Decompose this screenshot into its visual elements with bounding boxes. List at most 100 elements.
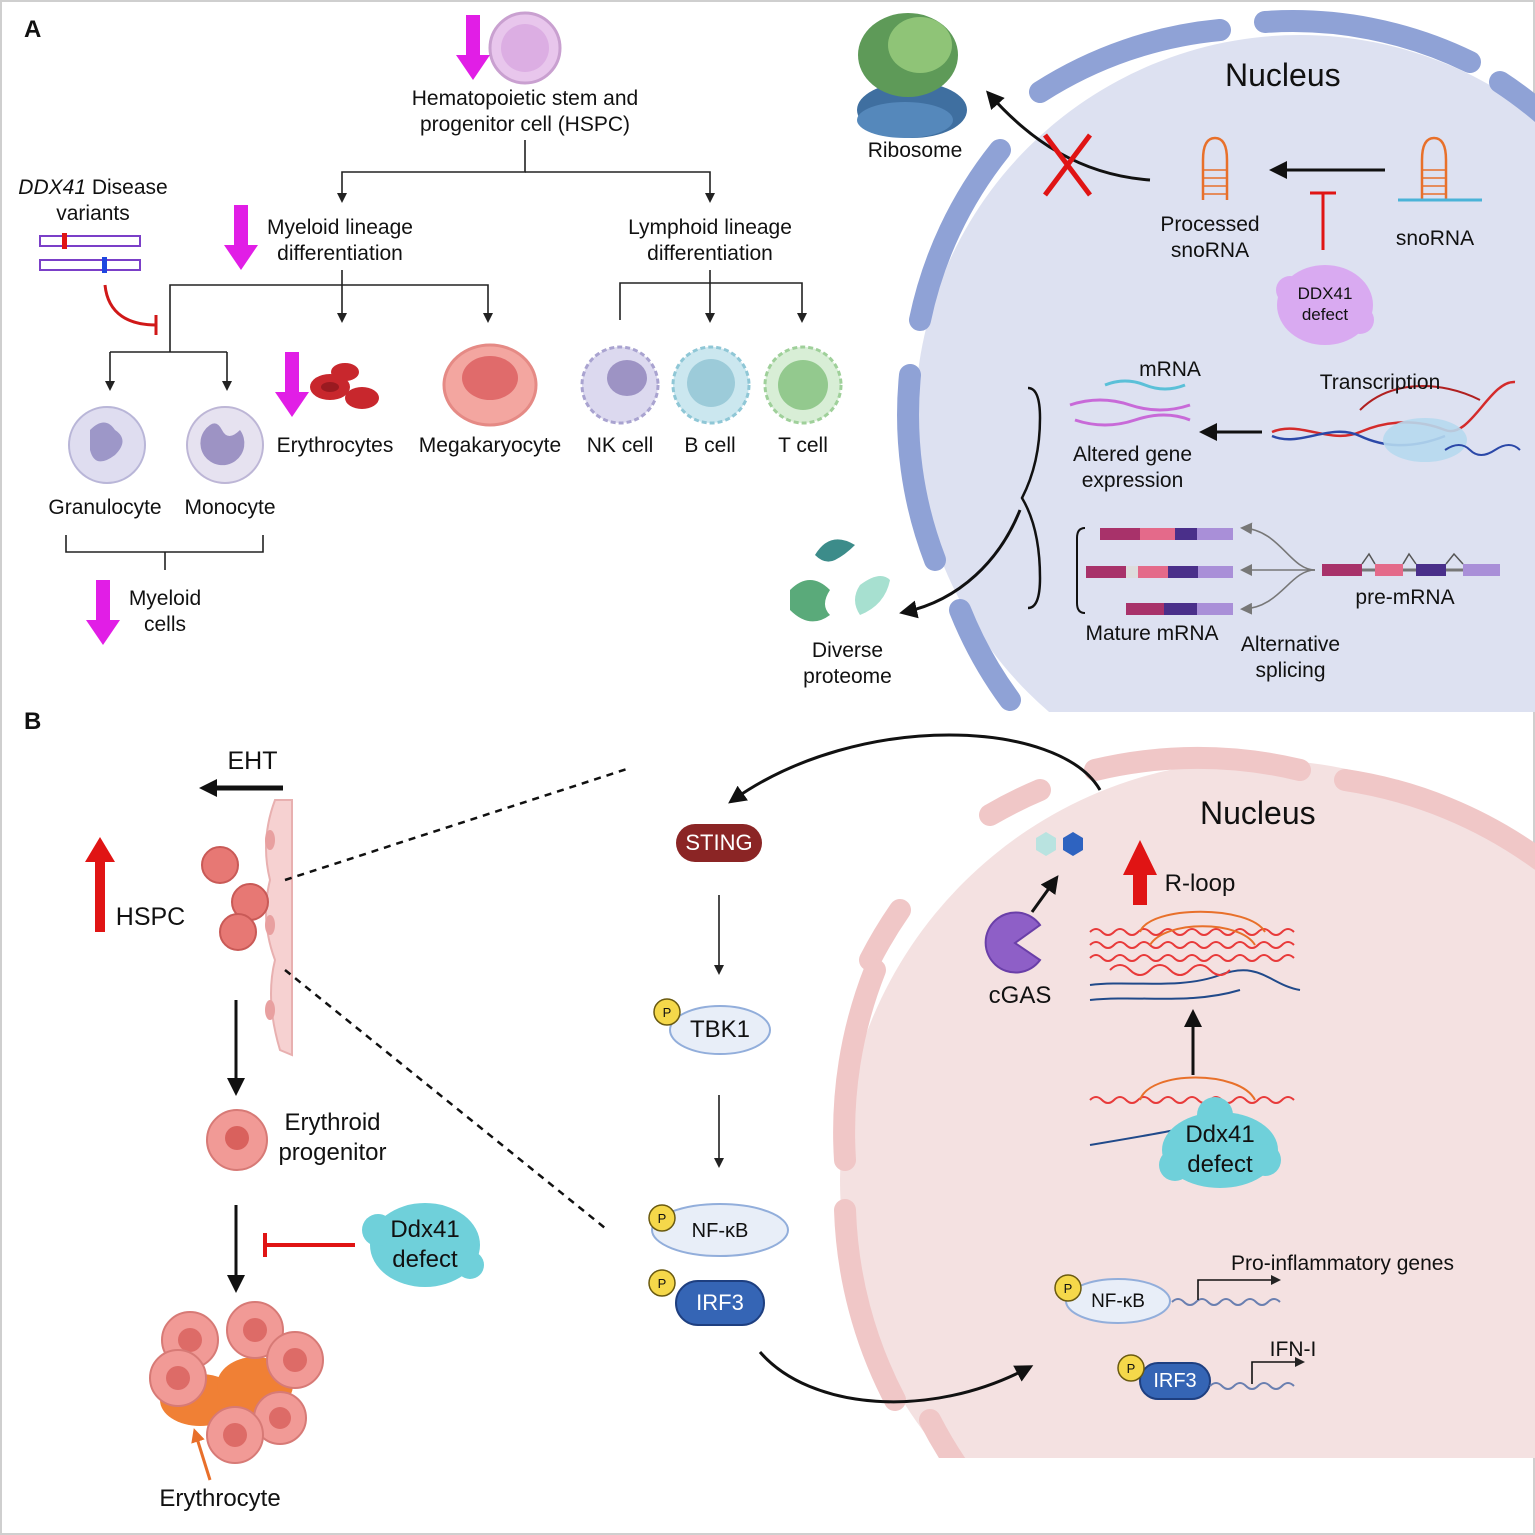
hspc-nucleus-icon	[501, 24, 549, 72]
diverse-proteome-icon	[790, 539, 890, 622]
ddx41-variants-label: DDX41 Disease variants	[8, 175, 178, 227]
sting-label: STING	[685, 830, 753, 855]
granulocyte-label: Granulocyte	[48, 496, 162, 519]
granulocyte-icon	[68, 406, 146, 484]
hspc-b-label: HSPC	[115, 903, 186, 931]
dna-ifn	[1209, 1382, 1295, 1390]
erythrocyte-cluster-icon	[149, 1301, 324, 1464]
p-tbk1: P	[662, 1005, 672, 1020]
mature-mrna-label: Mature mRNA	[1085, 622, 1219, 645]
lymphoid-diff-label: Lymphoid lineage differentiation	[628, 216, 792, 265]
nucleus-b-label: Nucleus	[1200, 795, 1316, 831]
alt-splicing-label: Alternative splicing	[1240, 633, 1341, 682]
promoter-arrow-2	[1251, 1357, 1305, 1384]
snorna-label: snoRNA	[1395, 227, 1475, 250]
diverse-proteome-label: Diverse proteome	[803, 639, 892, 688]
ddx41-variant-chromosomes	[39, 233, 158, 335]
ddx41-defect-blob-b-right	[1159, 1097, 1281, 1188]
ddx41-defect-b-right-label: Ddx41 defect	[1185, 1121, 1255, 1178]
t-cell-icon	[763, 345, 843, 425]
tbk1-label: TBK1	[689, 1016, 751, 1043]
ifn-label: IFN-I	[1269, 1338, 1317, 1361]
cgas-arrow	[1030, 875, 1059, 913]
cgamp-to-sting-arrow	[728, 733, 1102, 804]
ddx41-defect-blob-b-left	[362, 1203, 484, 1287]
myeloid-diff-label: Myeloid lineage differentiation	[267, 216, 413, 265]
ribosome-icon	[857, 13, 967, 138]
megakaryocyte-label: Megakaryocyte	[418, 434, 562, 457]
ddx41-variants-text: Disease variants	[56, 176, 168, 225]
rloop-graphic	[1089, 910, 1301, 1001]
pro-inflammatory-label: Pro-inflammatory genes	[1231, 1252, 1454, 1275]
processed-snorna-label: Processed snoRNA	[1160, 213, 1260, 262]
nfkb-nuclear-label: NF-κB	[1091, 1291, 1145, 1312]
altered-expression-label: Altered gene expression	[1072, 443, 1193, 492]
endothelium-icon	[265, 799, 293, 1057]
dna-rloop-small	[1089, 1076, 1295, 1146]
eht-label: EHT	[227, 747, 278, 775]
nk-cell-label: NK cell	[586, 434, 654, 457]
rloop-label: R-loop	[1164, 870, 1236, 897]
nucleus-a	[897, 10, 1535, 712]
ddx41-defect-b-left-label: Ddx41 defect	[390, 1216, 460, 1273]
cgas-icon	[984, 911, 1042, 974]
erythroid-progenitor-nucleus	[225, 1126, 249, 1150]
splicing-graphic	[1076, 522, 1500, 615]
p-irf3-nuclear: P	[1126, 1361, 1136, 1376]
tbk1-shape	[669, 1005, 771, 1055]
ddx41-gene-name: DDX41	[18, 176, 86, 199]
hspc-increase-arrow	[85, 837, 115, 932]
promoter-arrow-1	[1197, 1275, 1281, 1300]
to-nucleus-arrow	[758, 1351, 1034, 1404]
cgas-label: cGAS	[988, 982, 1052, 1009]
sting-shape	[676, 824, 762, 862]
panel-b-label: B	[24, 708, 42, 735]
erythrocytes-icon	[310, 363, 379, 409]
decrease-arrows	[86, 15, 490, 645]
panel-a-label: A	[24, 16, 42, 43]
nucleus-a-label: Nucleus	[1225, 57, 1341, 93]
ribosome-label: Ribosome	[867, 139, 963, 162]
megakaryocyte-icon	[442, 343, 538, 427]
rloop-increase-arrow	[1123, 840, 1157, 905]
irf3-label: IRF3	[696, 1290, 744, 1315]
monocyte-icon	[186, 406, 264, 484]
b-cell-icon	[671, 345, 751, 425]
irf3-shape	[675, 1280, 765, 1326]
cgamp-hexagon-1	[1036, 832, 1056, 856]
pre-mrna-label: pre-mRNA	[1355, 586, 1455, 609]
cgamp-hexagon-2	[1063, 832, 1083, 856]
nk-cell-icon	[580, 345, 660, 425]
ddx41-defect-blob-a	[1276, 265, 1374, 345]
erythrocyte-pointer	[191, 1428, 212, 1481]
irf3-nuclear-shape	[1139, 1362, 1211, 1400]
p-irf3: P	[657, 1276, 667, 1291]
nfkb-label: NF-κB	[691, 1220, 749, 1242]
erythroid-progenitor-label: Erythroid progenitor	[278, 1109, 387, 1166]
b-cell-label: B cell	[684, 434, 736, 457]
p-nfkb: P	[657, 1211, 667, 1226]
transcription-graphic	[899, 379, 1521, 619]
dna-pro-inflammatory	[1171, 1298, 1281, 1306]
snorna-processing	[986, 90, 1482, 250]
myeloid-cells-label: Myeloid cells	[128, 587, 202, 636]
ddx41-defect-a-label: DDX41 defect	[1297, 284, 1353, 324]
zoom-lines	[284, 766, 631, 1229]
transcription-label: Transcription	[1319, 371, 1441, 394]
phospho-circles	[648, 998, 1145, 1382]
t-cell-label: T cell	[778, 434, 828, 457]
lineage-tree	[65, 140, 807, 570]
monocyte-label: Monocyte	[184, 496, 276, 519]
erythrocyte-label: Erythrocyte	[159, 1485, 281, 1512]
hspc-label: Hematopoietic stem and progenitor cell (…	[411, 87, 639, 136]
erythrocytes-label: Erythrocytes	[276, 434, 394, 457]
hspc-cells-icon	[201, 846, 269, 951]
mrna-label: mRNA	[1139, 358, 1201, 381]
irf3-nuclear-label: IRF3	[1153, 1370, 1197, 1392]
nfkb-shape	[651, 1203, 789, 1257]
p-nfkb-nuclear: P	[1063, 1281, 1073, 1296]
ddx41-inhibition-b	[263, 1233, 355, 1257]
